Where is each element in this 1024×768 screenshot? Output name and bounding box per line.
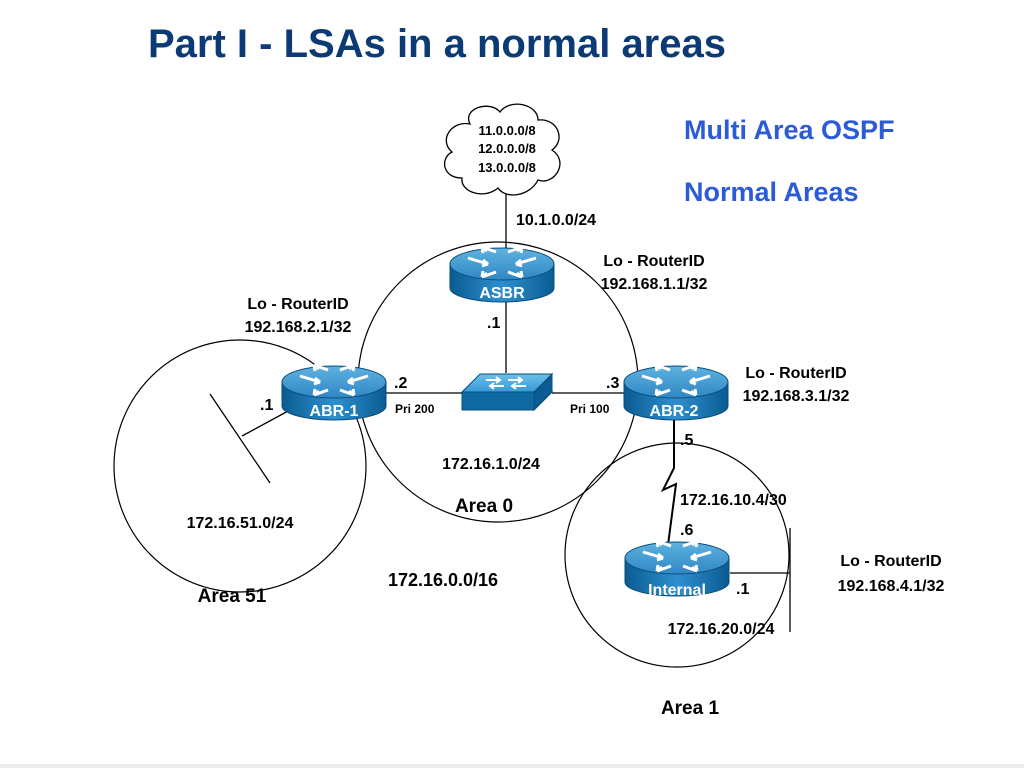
abr2-label: ABR-2 [650, 403, 699, 420]
area0-switch-icon [460, 372, 554, 412]
internal-label: Internal [648, 582, 706, 599]
internal-rid: 192.168.4.1/32 [838, 578, 945, 595]
asbr-label: ASBR [479, 285, 525, 302]
area1-label: Area 1 [661, 698, 720, 719]
area51-label: Area 51 [198, 586, 267, 607]
internal-iface-lan: .1 [736, 581, 749, 598]
slide-title: Part I - LSAs in a normal areas [148, 22, 726, 66]
abr2-rid-title: Lo - RouterID [745, 365, 846, 382]
abr1-label: ABR-1 [310, 403, 359, 420]
abr1-iface-area0: .2 [394, 375, 407, 392]
asbr-uplink-net: 10.1.0.0/24 [516, 212, 596, 229]
area51-boundary [113, 339, 367, 593]
serial-net: 172.16.10.4/30 [680, 492, 787, 509]
area1-boundary [564, 442, 790, 668]
link-abr1-area51-lan [241, 409, 291, 437]
abr2-rid: 192.168.3.1/32 [743, 388, 850, 405]
abr1-rid-title: Lo - RouterID [247, 296, 348, 313]
cloud-net-3: 13.0.0.0/8 [478, 160, 536, 175]
cloud-net-2: 12.0.0.0/8 [478, 141, 536, 156]
internal-rid-title: Lo - RouterID [840, 553, 941, 570]
abr2-iface-area0: .3 [606, 375, 619, 392]
area1-lan-net: 172.16.20.0/24 [668, 621, 775, 638]
external-networks-cloud-icon [443, 103, 561, 196]
area0-lan-net: 172.16.1.0/24 [442, 456, 540, 473]
asbr-rid: 192.168.1.1/32 [601, 276, 708, 293]
footer-divider [0, 764, 1024, 768]
abr1-iface-area51: .1 [260, 397, 273, 414]
side-note-normal-areas: Normal Areas [684, 177, 859, 207]
area0-label: Area 0 [455, 496, 513, 517]
abr1-rid: 192.168.2.1/32 [245, 319, 352, 336]
asbr-iface: .1 [487, 315, 500, 332]
serial-link-icon [660, 420, 678, 546]
abr2-iface-serial: .5 [680, 432, 693, 449]
cloud-net-1: 11.0.0.0/8 [478, 123, 535, 138]
internal-iface-serial: .6 [680, 522, 693, 539]
abr2-priority: Pri 100 [570, 402, 610, 416]
side-note-multi-area: Multi Area OSPF [684, 115, 895, 145]
area51-lan-segment [209, 393, 271, 484]
asbr-rid-title: Lo - RouterID [603, 253, 704, 270]
area51-lan-net: 172.16.51.0/24 [187, 515, 294, 532]
summary-net: 172.16.0.0/16 [388, 570, 498, 590]
abr1-priority: Pri 200 [395, 402, 435, 416]
